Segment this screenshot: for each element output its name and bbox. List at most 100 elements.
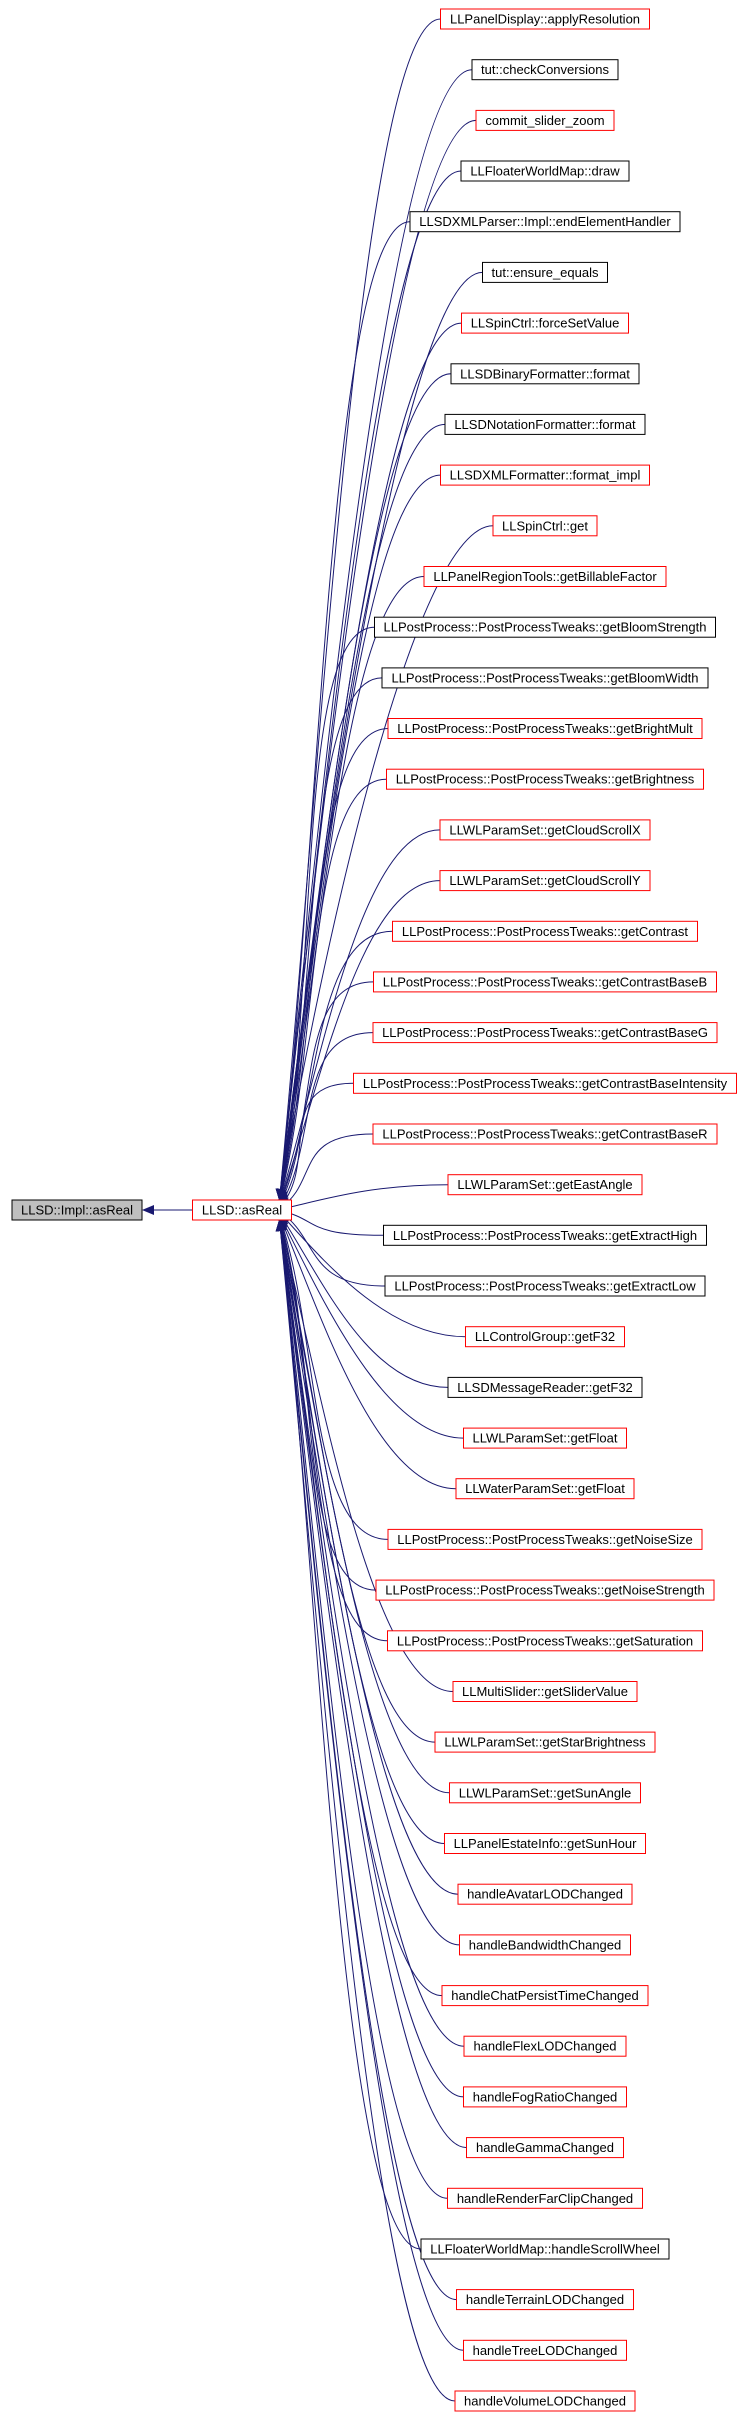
caller-node-llwlparamset-getstarbrightness-box (434, 1731, 656, 1753)
caller-node-llpostprocess-postprocesstweaks-getbrightmult[interactable]: LLPostProcess::PostProcessTweaks::getBri… (387, 718, 703, 739)
caller-node-llspinctrl-forcesetvalue-label: LLSpinCtrl::forceSetValue (471, 316, 620, 331)
caller-node-llwaterparamset-getfloat-label: LLWaterParamSet::getFloat (465, 1481, 625, 1496)
caller-node-llspinctrl-forcesetvalue[interactable]: LLSpinCtrl::forceSetValue (461, 312, 629, 334)
caller-node-llpanelestateinfo-getsunhour-label: LLPanelEstateInfo::getSunHour (454, 1836, 638, 1851)
caller-node-llpanelregiontools-getbillablefactor-label: LLPanelRegionTools::getBillableFactor (433, 569, 657, 584)
caller-node-llwlparamset-getsunangle[interactable]: LLWLParamSet::getSunAngle (449, 1782, 641, 1804)
caller-node-llpostprocess-postprocesstweaks-getbloomstrength[interactable]: LLPostProcess::PostProcessTweaks::getBlo… (374, 616, 716, 638)
caller-node-llspinctrl-forcesetvalue-box (461, 312, 629, 334)
caller-node-handlerenderfarclipchanged[interactable]: handleRenderFarClipChanged (447, 2187, 643, 2209)
caller-node-llmultislider-getslidervalue-box (452, 1681, 638, 1702)
caller-node-llpostprocess-postprocesstweaks-getextracthigh-box (383, 1224, 707, 1246)
caller-node-llpanelregiontools-getbillablefactor-box (423, 566, 667, 587)
caller-node-handleflexlodchanged-label: handleFlexLODChanged (473, 2039, 616, 2054)
caller-node-llpostprocess-postprocesstweaks-getbrightness[interactable]: LLPostProcess::PostProcessTweaks::getBri… (386, 768, 704, 790)
caller-node-handleavatarlodchanged[interactable]: handleAvatarLODChanged (457, 1883, 633, 1905)
caller-node-llpostprocess-postprocesstweaks-getcontrastbaseb[interactable]: LLPostProcess::PostProcessTweaks::getCon… (373, 971, 717, 993)
hub-node[interactable]: LLSD::asReal (192, 1199, 292, 1221)
caller-node-llpanelregiontools-getbillablefactor[interactable]: LLPanelRegionTools::getBillableFactor (423, 566, 667, 587)
caller-node-llfloaterworldmap-handlescrollwheel[interactable]: LLFloaterWorldMap::handleScrollWheel (420, 2238, 670, 2260)
caller-node-llcontrolgroup-getf32[interactable]: LLControlGroup::getF32 (465, 1326, 625, 1348)
caller-node-tut-ensure-equals[interactable]: tut::ensure_equals (482, 261, 608, 283)
caller-node-commit-slider-zoom-box (475, 109, 615, 131)
caller-node-llpaneldisplay-applyresolution[interactable]: LLPanelDisplay::applyResolution (440, 8, 650, 30)
caller-node-llpostprocess-postprocesstweaks-getcontrastbaser[interactable]: LLPostProcess::PostProcessTweaks::getCon… (372, 1123, 718, 1145)
root-node[interactable]: LLSD::Impl::asReal (11, 1199, 143, 1221)
caller-node-llpostprocess-postprocesstweaks-getnoisesize-label: LLPostProcess::PostProcessTweaks::getNoi… (397, 1532, 693, 1547)
caller-node-llpostprocess-postprocesstweaks-getcontrast[interactable]: LLPostProcess::PostProcessTweaks::getCon… (392, 920, 698, 942)
caller-node-llpostprocess-postprocesstweaks-getextractlow-box (384, 1275, 706, 1297)
caller-node-llpostprocess-postprocesstweaks-getcontrastbaseintensity[interactable]: LLPostProcess::PostProcessTweaks::getCon… (353, 1072, 737, 1094)
caller-node-llmultislider-getslidervalue[interactable]: LLMultiSlider::getSliderValue (452, 1681, 638, 1702)
caller-node-llsdxmlformatter-format-impl[interactable]: LLSDXMLFormatter::format_impl (440, 464, 650, 486)
caller-node-llpostprocess-postprocesstweaks-getnoisestrength[interactable]: LLPostProcess::PostProcessTweaks::getNoi… (375, 1579, 715, 1601)
caller-node-handlefogratiochanged-label: handleFogRatioChanged (473, 2089, 618, 2104)
caller-node-llfloaterworldmap-draw-box (460, 160, 630, 182)
caller-node-llwlparamset-getcloudscrolly-label: LLWLParamSet::getCloudScrollY (449, 873, 641, 888)
caller-node-llpostprocess-postprocesstweaks-getcontrastbaseb-label: LLPostProcess::PostProcessTweaks::getCon… (383, 974, 707, 989)
caller-node-llwlparamset-geteastangle[interactable]: LLWLParamSet::getEastAngle (447, 1174, 643, 1196)
caller-node-commit-slider-zoom[interactable]: commit_slider_zoom (475, 109, 615, 131)
caller-node-llsdxmlparser-impl-endelementhandler[interactable]: LLSDXMLParser::Impl::endElementHandler (409, 211, 681, 233)
caller-node-handleavatarlodchanged-label: handleAvatarLODChanged (467, 1887, 623, 1902)
caller-node-llpostprocess-postprocesstweaks-getextractlow[interactable]: LLPostProcess::PostProcessTweaks::getExt… (384, 1275, 706, 1297)
caller-node-tut-checkconversions-label: tut::checkConversions (481, 62, 609, 77)
edge-llpostprocess-postprocesstweaks-getcontrastbaseintensity-to-hub (278, 1082, 354, 1209)
caller-node-llpostprocess-postprocesstweaks-getbrightness-box (386, 768, 704, 790)
caller-node-handlefogratiochanged[interactable]: handleFogRatioChanged (463, 2086, 627, 2108)
caller-node-llspinctrl-get[interactable]: LLSpinCtrl::get (492, 515, 598, 537)
caller-node-llpostprocess-postprocesstweaks-getextracthigh[interactable]: LLPostProcess::PostProcessTweaks::getExt… (383, 1224, 707, 1246)
caller-node-llspinctrl-get-box (492, 515, 598, 537)
caller-node-tut-checkconversions[interactable]: tut::checkConversions (471, 59, 619, 81)
caller-node-llwlparamset-getstarbrightness-label: LLWLParamSet::getStarBrightness (444, 1735, 646, 1750)
edge-llpostprocess-postprocesstweaks-getbloomwidth-to-hub (276, 677, 383, 1201)
caller-node-llcontrolgroup-getf32-box (465, 1326, 625, 1348)
caller-node-llpostprocess-postprocesstweaks-getcontrastbaseg-box (372, 1022, 718, 1044)
caller-node-handlechatpersisttimechanged[interactable]: handleChatPersistTimeChanged (441, 1985, 649, 2007)
caller-node-llwlparamset-getcloudscrollx[interactable]: LLWLParamSet::getCloudScrollX (439, 819, 651, 841)
caller-node-llpostprocess-postprocesstweaks-getcontrast-box (392, 920, 698, 942)
caller-node-commit-slider-zoom-label: commit_slider_zoom (485, 113, 604, 128)
caller-node-handletreelodchanged[interactable]: handleTreeLODChanged (463, 2339, 627, 2361)
caller-node-llpostprocess-postprocesstweaks-getbloomwidth[interactable]: LLPostProcess::PostProcessTweaks::getBlo… (381, 667, 709, 689)
root-node-box (11, 1199, 143, 1221)
caller-node-llsdnotationformatter-format[interactable]: LLSDNotationFormatter::format (444, 413, 646, 435)
caller-node-tut-checkconversions-box (471, 59, 619, 81)
caller-node-llfloaterworldmap-draw[interactable]: LLFloaterWorldMap::draw (460, 160, 630, 182)
caller-node-llpostprocess-postprocesstweaks-getsaturation[interactable]: LLPostProcess::PostProcessTweaks::getSat… (387, 1630, 703, 1652)
caller-node-handlegammachanged[interactable]: handleGammaChanged (466, 2137, 624, 2159)
caller-node-llpostprocess-postprocesstweaks-getcontrastbaseg[interactable]: LLPostProcess::PostProcessTweaks::getCon… (372, 1022, 718, 1044)
caller-node-handlevolumelodchanged[interactable]: handleVolumeLODChanged (454, 2390, 636, 2412)
caller-node-llsdmessagereader-getf32-label: LLSDMessageReader::getF32 (457, 1380, 633, 1395)
caller-node-tut-ensure-equals-box (482, 261, 608, 283)
caller-node-handleavatarlodchanged-box (457, 1883, 633, 1905)
edge-llspinctrl-forcesetvalue-to-hub (275, 322, 462, 1201)
edge-tut-checkconversions-to-hub (275, 69, 473, 1201)
caller-node-llsdxmlparser-impl-endelementhandler-box (409, 211, 681, 233)
caller-node-handlebandwidthchanged[interactable]: handleBandwidthChanged (459, 1934, 631, 1956)
caller-node-llpostprocess-postprocesstweaks-getbloomstrength-box (374, 616, 716, 638)
caller-node-handleflexlodchanged[interactable]: handleFlexLODChanged (463, 2035, 627, 2057)
caller-node-llwlparamset-getcloudscrolly[interactable]: LLWLParamSet::getCloudScrollY (439, 870, 651, 892)
caller-node-llwlparamset-getcloudscrolly-box (439, 870, 651, 892)
caller-node-llpostprocess-postprocesstweaks-getnoisesize[interactable]: LLPostProcess::PostProcessTweaks::getNoi… (387, 1528, 703, 1550)
caller-node-llcontrolgroup-getf32-label: LLControlGroup::getF32 (475, 1329, 615, 1344)
caller-node-llpostprocess-postprocesstweaks-getbrightmult-label: LLPostProcess::PostProcessTweaks::getBri… (397, 721, 693, 736)
caller-node-handleterrainlodchanged-label: handleTerrainLODChanged (466, 2292, 624, 2307)
edge-llpostprocess-postprocesstweaks-getcontrastbaseg-to-hub (278, 1032, 374, 1208)
caller-node-llwlparamset-geteastangle-box (447, 1174, 643, 1196)
caller-node-llsdbinaryformatter-format[interactable]: LLSDBinaryFormatter::format (450, 363, 640, 385)
caller-node-llpanelestateinfo-getsunhour[interactable]: LLPanelEstateInfo::getSunHour (444, 1833, 646, 1854)
node-layer: LLSD::Impl::asReal LLSD::asReal LLPanelDis… (11, 8, 737, 2412)
caller-node-llwaterparamset-getfloat[interactable]: LLWaterParamSet::getFloat (455, 1478, 635, 1500)
edge-llpostprocess-postprocesstweaks-getcontrastbaseb-to-hub (279, 981, 374, 1207)
caller-node-llpanelestateinfo-getsunhour-box (444, 1833, 646, 1854)
caller-node-llpostprocess-postprocesstweaks-getextracthigh-label: LLPostProcess::PostProcessTweaks::getExt… (393, 1228, 697, 1243)
caller-node-llwlparamset-getfloat[interactable]: LLWLParamSet::getFloat (463, 1427, 627, 1449)
caller-node-llwlparamset-getstarbrightness[interactable]: LLWLParamSet::getStarBrightness (434, 1731, 656, 1753)
edge-llpostprocess-postprocesstweaks-getextractlow-to-hub (278, 1210, 386, 1287)
edge-llwlparamset-getsunangle-to-hub (276, 1219, 450, 1794)
caller-node-handleterrainlodchanged[interactable]: handleTerrainLODChanged (456, 2289, 634, 2311)
caller-node-llsdmessagereader-getf32[interactable]: LLSDMessageReader::getF32 (447, 1376, 643, 1398)
edge-handleavatarlodchanged-to-hub (276, 1219, 459, 1895)
